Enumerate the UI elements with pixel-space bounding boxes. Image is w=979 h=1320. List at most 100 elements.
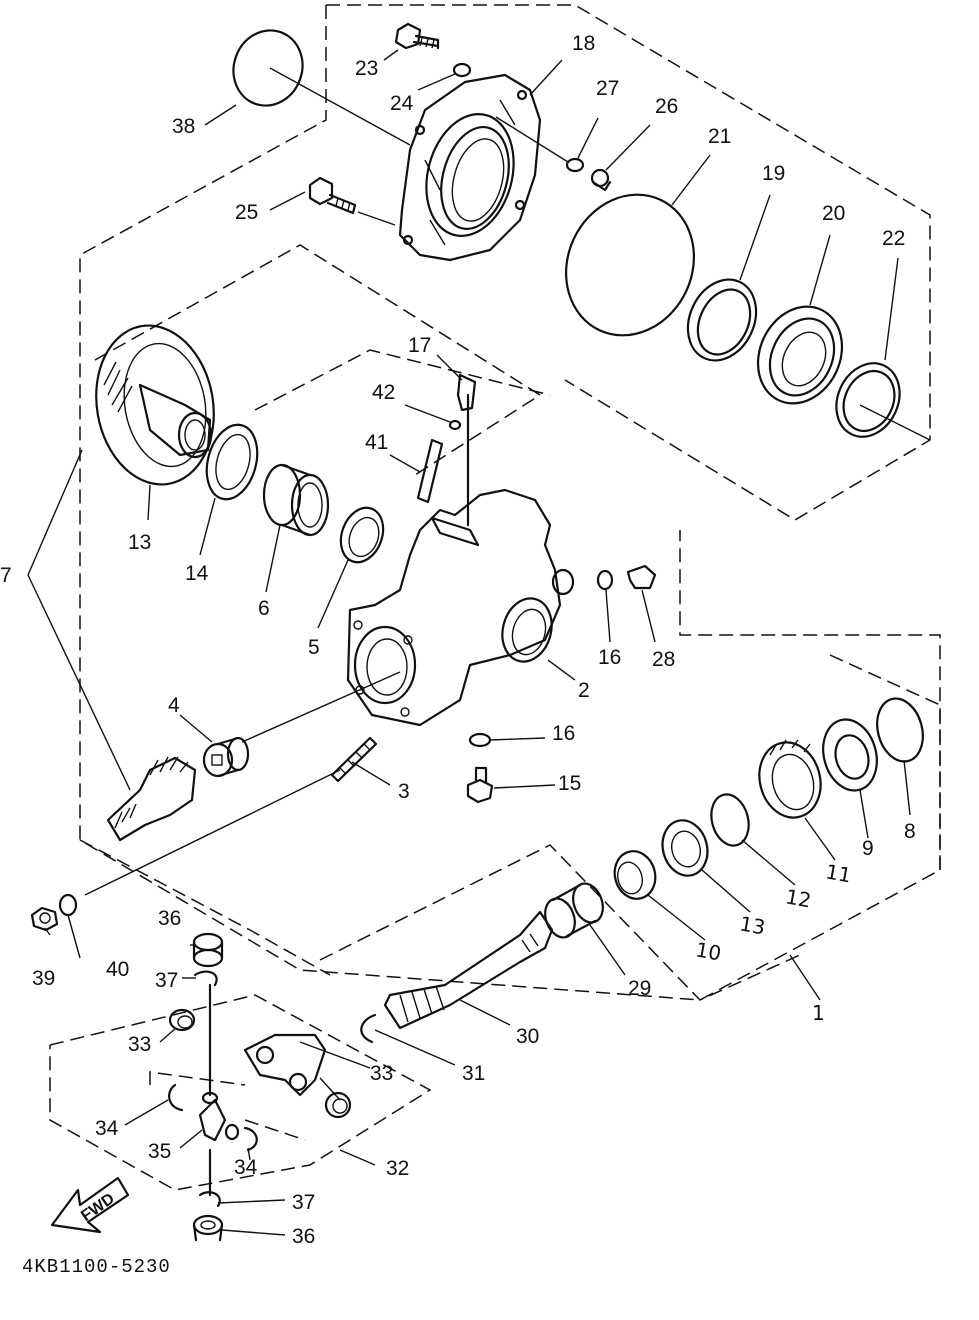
stud-3 bbox=[330, 736, 378, 783]
callout-4: 4 bbox=[168, 694, 180, 717]
spider-35 bbox=[198, 983, 240, 1142]
callout-8: 8 bbox=[904, 820, 916, 843]
callout-25: 25 bbox=[235, 201, 258, 224]
circlip-31 bbox=[360, 1013, 377, 1044]
callout-33a: 33 bbox=[128, 1033, 151, 1056]
washer-24 bbox=[452, 62, 472, 78]
pin-41 bbox=[416, 438, 444, 504]
callout-2: 2 bbox=[578, 679, 590, 702]
callout-20: 20 bbox=[822, 202, 845, 225]
callout-36a: 36 bbox=[158, 907, 181, 930]
callout-32: 32 bbox=[386, 1157, 409, 1180]
callout-15: 15 bbox=[558, 772, 581, 795]
callout-40: 40 bbox=[106, 958, 129, 981]
o-ring-8 bbox=[876, 697, 924, 763]
callout-19: 19 bbox=[762, 162, 785, 185]
callout-37a: 37 bbox=[155, 969, 178, 992]
washer-12 bbox=[710, 793, 750, 847]
callout-41: 41 bbox=[365, 431, 388, 454]
callout-28: 28 bbox=[652, 648, 675, 671]
fwd-label: FWD bbox=[78, 1190, 118, 1225]
callout-1: 1 bbox=[812, 1001, 825, 1025]
callout-24: 24 bbox=[390, 92, 414, 115]
clip-42 bbox=[448, 419, 462, 431]
callout-14: 14 bbox=[185, 562, 209, 585]
callout-37b: 37 bbox=[292, 1191, 315, 1214]
callout-31: 31 bbox=[462, 1062, 485, 1085]
washer-27 bbox=[565, 157, 585, 173]
bolt-23 bbox=[394, 22, 440, 50]
gear-11 bbox=[758, 739, 822, 819]
callout-10: 10 bbox=[694, 937, 723, 965]
part-code: 4KB1100-5230 bbox=[22, 1256, 171, 1278]
o-ring-38 bbox=[232, 29, 304, 107]
clip-34-left bbox=[168, 1083, 184, 1112]
callout-3: 3 bbox=[398, 780, 410, 803]
callout-29: 29 bbox=[628, 977, 651, 1000]
callout-11: 11 bbox=[824, 859, 853, 887]
callout-23: 23 bbox=[355, 57, 378, 80]
bushing-4 bbox=[202, 736, 250, 778]
callout-35: 35 bbox=[148, 1140, 171, 1163]
ring-gear-13 bbox=[95, 324, 215, 486]
bushing-36-upper bbox=[192, 932, 224, 968]
callout-13a: 13 bbox=[128, 531, 151, 554]
washer-16-lower bbox=[468, 732, 492, 748]
callout-34a: 34 bbox=[95, 1117, 119, 1140]
group-outlines bbox=[49, 4, 941, 1191]
callout-26: 26 bbox=[655, 95, 678, 118]
callout-33b: 33 bbox=[370, 1062, 393, 1085]
callout-36b: 36 bbox=[292, 1225, 315, 1248]
clip-34-right bbox=[243, 1126, 258, 1152]
plug-28 bbox=[626, 564, 657, 590]
washer-16-upper bbox=[596, 569, 614, 591]
callout-12: 12 bbox=[784, 884, 813, 912]
washer-40 bbox=[58, 893, 78, 917]
needle-bearing-6 bbox=[262, 463, 330, 537]
pinion-gear-7 bbox=[106, 756, 197, 842]
leader-lines bbox=[27, 49, 931, 1236]
callout-22: 22 bbox=[882, 227, 905, 250]
callout-18: 18 bbox=[572, 32, 595, 55]
breather-17 bbox=[456, 373, 477, 412]
seal-13 bbox=[661, 819, 709, 877]
callout-13b: 13 bbox=[738, 911, 767, 939]
callout-34b: 34 bbox=[234, 1156, 258, 1179]
drive-shaft-30 bbox=[383, 910, 554, 1030]
bearing-20 bbox=[756, 305, 844, 405]
drain-bolt-15 bbox=[466, 766, 494, 804]
bushing-33-right bbox=[324, 1091, 352, 1119]
yoke-33 bbox=[243, 1033, 327, 1097]
clip-37-upper bbox=[193, 970, 218, 987]
thrust-washer-14 bbox=[205, 423, 259, 501]
bolt-25 bbox=[308, 176, 357, 215]
callout-21: 21 bbox=[708, 125, 731, 148]
bushing-33-left bbox=[168, 1008, 196, 1032]
bushing-10 bbox=[613, 850, 657, 900]
forward-arrow-icon: FWD bbox=[50, 1176, 130, 1234]
callout-6: 6 bbox=[258, 597, 270, 620]
shim-19 bbox=[686, 278, 758, 362]
shim-22 bbox=[835, 362, 901, 438]
callout-39: 39 bbox=[32, 967, 55, 990]
bearing-9 bbox=[822, 718, 878, 792]
callout-16b: 16 bbox=[552, 722, 575, 745]
callout-16a: 16 bbox=[598, 646, 621, 669]
callout-labels: 23 24 18 27 26 21 19 20 22 38 25 17 42 4… bbox=[0, 32, 916, 1248]
o-ring-21 bbox=[564, 193, 696, 337]
gear-case-2 bbox=[346, 393, 575, 727]
callout-7: 7 bbox=[0, 564, 12, 587]
callout-5: 5 bbox=[308, 636, 320, 659]
callout-42: 42 bbox=[372, 381, 395, 404]
spacer-5 bbox=[339, 506, 385, 564]
callout-38: 38 bbox=[172, 115, 195, 138]
clip-37-lower bbox=[198, 1148, 221, 1208]
bearing-housing-18 bbox=[398, 73, 542, 262]
callout-17: 17 bbox=[408, 334, 431, 357]
callout-27: 27 bbox=[596, 77, 619, 100]
bushing-36-lower bbox=[192, 1214, 224, 1242]
callout-9: 9 bbox=[862, 837, 874, 860]
screw-26 bbox=[590, 168, 612, 192]
nut-39 bbox=[30, 906, 59, 932]
